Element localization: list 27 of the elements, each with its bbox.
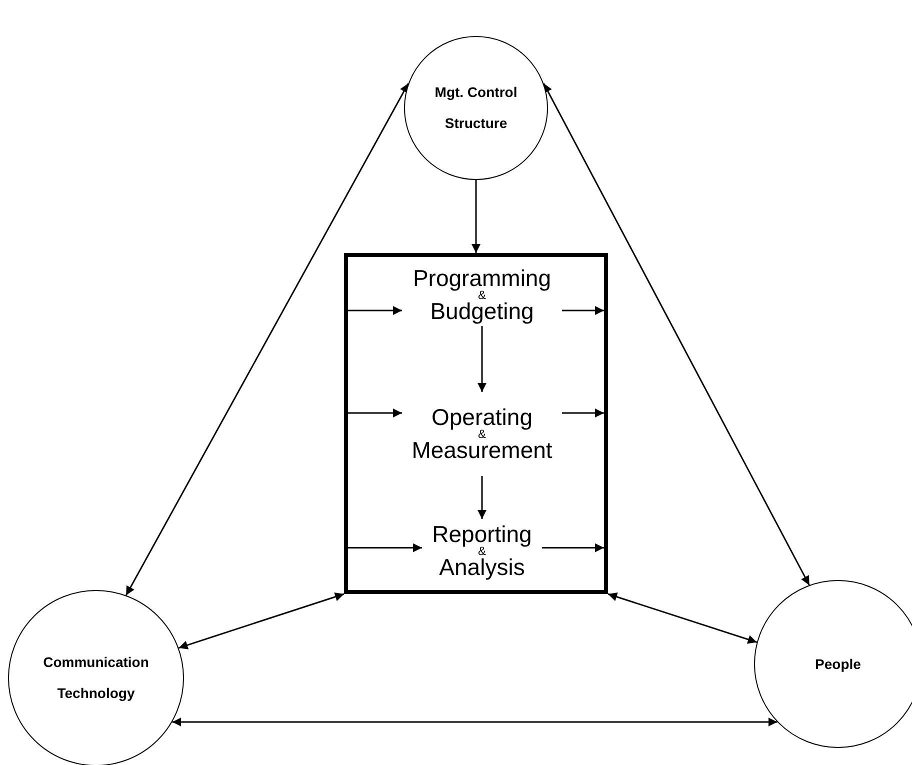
ampersand-text: &: [478, 290, 486, 300]
process-frame: [344, 253, 608, 594]
arrow: [348, 408, 402, 418]
arrow: [348, 306, 402, 315]
arrow: [542, 543, 604, 552]
arrow: [348, 543, 422, 552]
node-text: Communication Technology: [42, 653, 150, 703]
node-text: Analysis: [439, 556, 525, 580]
ampersand-text: &: [478, 428, 486, 440]
arrow: [478, 476, 486, 519]
node-text: Mgt. Control Structure: [434, 83, 518, 133]
node-text: Reporting: [432, 522, 532, 546]
arrow: [478, 326, 486, 392]
node-text: People: [815, 654, 861, 674]
node-text: Operating: [431, 406, 532, 429]
ampersand-text: &: [478, 546, 486, 556]
arrow: [562, 306, 604, 315]
arrow: [125, 83, 409, 596]
arrow: [472, 180, 480, 253]
node-text: Measurement: [412, 439, 552, 462]
node-text: Programming: [412, 266, 552, 290]
arrow: [608, 592, 758, 644]
arrow: [178, 592, 344, 650]
node-text: Budgeting: [430, 300, 534, 324]
arrow: [172, 718, 778, 727]
arrow: [543, 83, 810, 586]
arrow: [562, 408, 604, 418]
